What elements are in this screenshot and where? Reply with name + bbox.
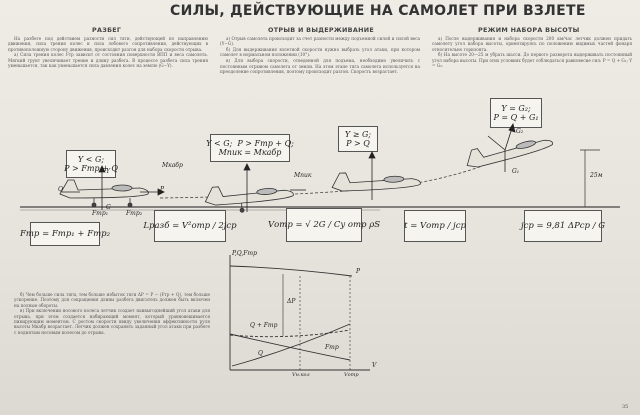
page-title: СИЛЫ, ДЕЙСТВУЮЩИЕ НА САМОЛЕТ ПРИ ВЗЛЕТЕ [170,3,586,19]
formula-box-friction: Fтр = Fтр₁ + Fтр₂ [20,222,110,246]
text-column-takeoff-run: На разбеге под действием разности сил тя… [8,36,208,69]
label-fm1: Fтр₁ [92,210,109,217]
aircraft-icon [204,186,294,213]
formula-box-climb-condition: Y = G₂; P = Q + G₁ [490,98,542,128]
label-m-kabr: Mкабр [162,162,183,169]
label-m-pik: Mпик [294,172,312,179]
graph-label-q: Q [258,350,263,357]
label-g: G [106,204,111,211]
paragraph: б) На высоте 20—25 м убрать шасси. До пе… [432,52,632,69]
paragraph: в) При включении носового колеса летчик … [14,308,210,335]
paragraph: б) Для выдерживания взлетной скорости ну… [220,47,420,58]
section-heading-climb: РЕЖИМ НАБОРА ВЫСОТЫ [478,26,580,34]
label-fm2: Fтр₂ [126,210,143,217]
label-g2: G₂ [516,128,524,135]
text-column-liftoff: а) Отрыв самолета происходит за счет раз… [220,36,420,75]
graph-y-label: P,Q,Fтр [232,250,257,257]
label-q: Q [58,186,63,193]
label-y: Y [106,168,110,175]
formula-box-hold-condition: Y ≥ G; P > Q [338,126,378,152]
aircraft-icon [59,179,149,208]
text-column-climb: а) После выдерживания и набора скорости … [432,36,632,69]
paragraph: а) После выдерживания и набора скорости … [432,36,632,52]
formula-box-liftoff-speed: Vотр = √ 2G / Cy отр ρS [268,208,380,242]
paragraph: На разбеге под действием разности сил тя… [8,36,208,52]
formula-box-liftoff-condition: Y < G; P > Fтр + Q; Mпик = Mкабр [206,134,294,162]
label-p: P [160,186,165,193]
curve-f [229,333,351,361]
paragraph: а) Сила трения колес Fтр зависит от сост… [8,52,208,69]
aircraft-icon [466,139,554,168]
label-height: 25м [590,172,603,179]
graph-tick-v-otr: Vотр [344,372,359,378]
text-column-lower-left: б) Чем больше сила тяги, тем больше избы… [14,292,210,336]
curve-q-plus-f [229,329,351,338]
paragraph: а) Отрыв самолета происходит за счет раз… [220,36,420,47]
label-g1: G₁ [512,168,520,175]
formula-box-acceleration: jср = 9,81 ΔPср / G [521,210,605,242]
paragraph: в) Для выбора скорости, отведенной для п… [220,58,420,74]
graph-tick-v-ns: Vн.кол [292,372,310,378]
section-heading-takeoff-run: РАЗБЕГ [92,26,122,34]
graph-label-p: P [356,268,361,275]
graph-x-label: V [372,362,377,369]
page-number: 35 [622,404,629,410]
curve-p [229,265,353,277]
graph-label-q-plus-f: Q + Fтр [250,322,278,329]
paragraph: б) Чем больше сила тяги, тем больше избы… [14,292,210,308]
graph-label-f: Fтр [325,344,339,351]
aircraft-icon [331,172,421,192]
graph-label-delta-p: ΔP [287,298,296,305]
formula-box-takeoff-condition: Y < G; P > Fтр + Q [64,150,118,178]
formula-box-time: t = Vотр / jср [404,210,466,242]
section-heading-liftoff: ОТРЫВ И ВЫДЕРЖИВАНИЕ [268,26,375,34]
